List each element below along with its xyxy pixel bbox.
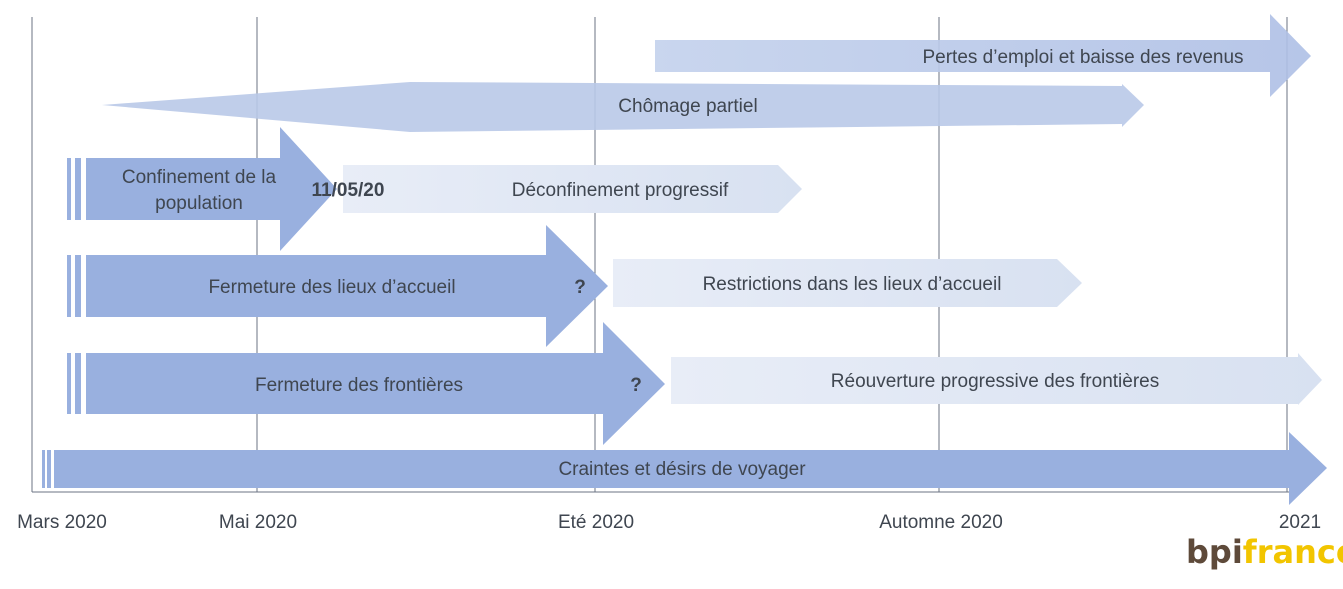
confinement-tail-stripes	[67, 158, 81, 220]
bpifrance-logo: bpifrance	[1186, 533, 1343, 571]
axis-label-2021: 2021	[1279, 512, 1321, 533]
date-deconfinement: 11/05/20	[312, 180, 385, 201]
question-mark-frontieres: ?	[630, 375, 642, 396]
logo-text: bpifrance	[1186, 533, 1343, 571]
arrow-confinement	[86, 127, 337, 251]
label-pertes-emploi: Pertes d’emploi et baisse des revenus	[922, 47, 1243, 68]
label-fermeture-frontieres: Fermeture des frontières	[255, 375, 463, 396]
arrow-pertes-emploi	[655, 14, 1311, 97]
arrow-deconfinement	[343, 165, 802, 213]
label-deconfinement: Déconfinement progressif	[512, 180, 729, 201]
lieux-tail-stripes	[67, 255, 81, 317]
arrow-fermeture-frontieres	[86, 322, 665, 445]
arrow-fermeture-lieux	[86, 225, 608, 347]
question-mark-lieux: ?	[574, 277, 586, 298]
logo-part-france: france	[1243, 533, 1343, 571]
label-craintes: Craintes et désirs de voyager	[558, 459, 806, 480]
axis-label-mai-2020: Mai 2020	[219, 512, 297, 533]
craintes-tail-stripes	[42, 450, 51, 488]
label-confinement-line1: Confinement de la	[122, 167, 277, 188]
arrow-craintes	[54, 432, 1327, 505]
axis-label-automne-2020: Automne 2020	[879, 512, 1003, 533]
axis-label-mars-2020: Mars 2020	[17, 512, 107, 533]
arrow-restrictions	[613, 259, 1082, 307]
label-restrictions: Restrictions dans les lieux d’accueil	[703, 274, 1002, 295]
axis-label-ete-2020: Eté 2020	[558, 512, 634, 533]
label-reouverture: Réouverture progressive des frontières	[831, 371, 1159, 392]
label-chomage-partiel: Chômage partiel	[618, 96, 757, 117]
time-axis-labels: Mars 2020 Mai 2020 Eté 2020 Automne 2020…	[17, 512, 1321, 533]
label-confinement-line2: population	[155, 193, 243, 214]
frontieres-tail-stripes	[67, 353, 81, 414]
arrow-chomage-partiel	[102, 82, 1144, 132]
label-fermeture-lieux: Fermeture des lieux d’accueil	[208, 277, 455, 298]
logo-part-bpi: bpi	[1186, 533, 1243, 571]
arrow-reouverture	[671, 353, 1322, 405]
